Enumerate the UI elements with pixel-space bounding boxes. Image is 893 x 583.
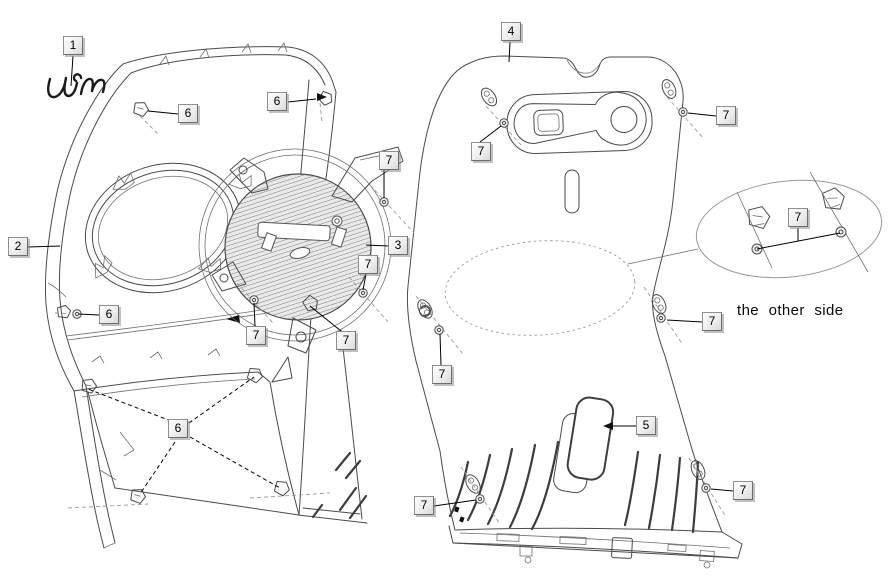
leader-line bbox=[509, 42, 510, 62]
callout-6: 6 bbox=[267, 92, 287, 111]
keyhole-recess bbox=[506, 91, 653, 155]
callout-5: 5 bbox=[636, 416, 656, 435]
leader-line bbox=[711, 489, 733, 491]
callout-7: 7 bbox=[379, 151, 399, 170]
leader-line bbox=[71, 56, 73, 86]
vin-script bbox=[48, 74, 104, 97]
leader-line bbox=[79, 314, 99, 315]
leader-line bbox=[254, 303, 255, 326]
callout-3: 3 bbox=[388, 236, 408, 255]
leader-line bbox=[189, 377, 254, 423]
leader-line bbox=[480, 126, 501, 142]
bottom-rail bbox=[449, 526, 742, 568]
leader-line bbox=[310, 306, 341, 331]
fastener-clips bbox=[54, 91, 333, 506]
callout-7: 7 bbox=[246, 326, 266, 345]
leader-line bbox=[140, 442, 175, 494]
callout-6: 6 bbox=[168, 419, 188, 438]
rubber-pad bbox=[552, 396, 615, 495]
leader-line bbox=[440, 334, 441, 365]
callout-7: 7 bbox=[336, 331, 356, 350]
callout-1: 1 bbox=[63, 36, 83, 55]
callout-7: 7 bbox=[432, 365, 452, 384]
callout-2: 2 bbox=[8, 237, 28, 256]
leader-line bbox=[757, 233, 840, 249]
callout-7: 7 bbox=[471, 142, 491, 161]
note-other-side: the other side bbox=[737, 302, 844, 319]
callout-7: 7 bbox=[414, 496, 434, 515]
leader-line bbox=[28, 246, 60, 247]
callout-4: 4 bbox=[501, 22, 521, 41]
screws bbox=[73, 108, 846, 503]
leader-arrowhead bbox=[603, 422, 613, 430]
leader-line bbox=[667, 320, 702, 322]
callout-7: 7 bbox=[788, 208, 808, 227]
detail-view bbox=[628, 172, 887, 287]
callout-7: 7 bbox=[716, 106, 736, 125]
callout-7: 7 bbox=[733, 481, 753, 500]
callout-7: 7 bbox=[358, 255, 378, 274]
mounting-disc bbox=[199, 147, 403, 353]
leader-line bbox=[366, 245, 388, 246]
leader-line bbox=[148, 111, 178, 114]
leader-arrowhead bbox=[317, 93, 327, 101]
leader-line bbox=[288, 99, 316, 102]
leader-line bbox=[88, 389, 171, 421]
callout-6: 6 bbox=[99, 305, 119, 324]
callout-6: 6 bbox=[178, 104, 198, 123]
leader-line bbox=[688, 113, 716, 116]
front-cover bbox=[45, 43, 367, 548]
leader-line bbox=[190, 437, 280, 488]
callout-7: 7 bbox=[702, 312, 722, 331]
fastener-guides bbox=[55, 97, 726, 524]
leader-line bbox=[434, 500, 476, 506]
leader-line bbox=[363, 274, 366, 290]
